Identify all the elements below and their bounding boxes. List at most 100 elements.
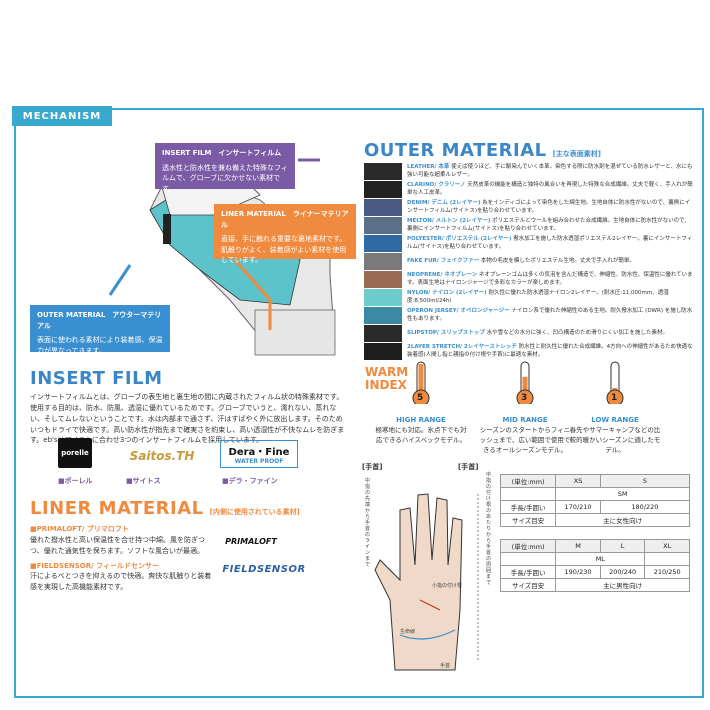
- material-swatch: [364, 271, 402, 288]
- material-name: SLIPSTOP/ スリップストップ: [407, 329, 485, 336]
- hand-measure-diagram: [374, 493, 479, 671]
- outer-material-row: NEOPRENE/ ネオプレーン ネオプレーンゴムは多くの気泡を含んだ構造で、伸…: [364, 270, 694, 289]
- insert-callout-title-jp: インサートフィルム: [218, 149, 282, 157]
- material-name: NYLON/ ナイロン (2レイヤー): [407, 290, 487, 297]
- outer-material-row: LEATHER/ 本革 使えば使うほど、手に馴染んでいく本革。染色する際に防水剤…: [364, 162, 694, 181]
- material-description: NYLON/ ナイロン (2レイヤー) 耐久性に優れた防水透湿ナイロン2レイヤー…: [407, 290, 694, 305]
- derafine-logo: Dera・Fine WATER PROOF: [220, 440, 298, 468]
- outer-callout-title: OUTER MATERIAL: [37, 311, 106, 319]
- unit-cell-men: (単位:mm): [499, 539, 557, 553]
- liner-material-heading: LINER MATERIAL [内側に使用されている素材]: [30, 498, 300, 519]
- material-text: 撥水加工を施した防水透湿ポリエステル2レイヤー。裏にインサートフィルム(サイトス…: [407, 236, 693, 250]
- material-description: SLIPSTOP/ スリップストップ 水や雪などの水分に強く、凹凸構造のため滑り…: [407, 330, 668, 337]
- material-name: OPERON JERSEY/ オペロンジャージー: [407, 308, 510, 315]
- mechanism-tab: MECHANISM: [12, 106, 112, 126]
- warm-range-title: LOW RANGE: [591, 416, 639, 424]
- warm-level: 3: [521, 393, 528, 403]
- material-name: DENIM/ デニム (2レイヤー): [407, 200, 481, 207]
- liner-callout-title: LINER MATERIAL: [221, 210, 286, 218]
- warm-title-line2: INDEX: [365, 378, 407, 393]
- material-description: OPERON JERSEY/ オペロンジャージー ナイロン系で優れた伸縮性のある…: [407, 308, 694, 323]
- material-description: DENIM/ デニム (2レイヤー) 糸をインディゴによって染色をした綿生地。生…: [407, 200, 694, 215]
- outer-material-row: FAKE FUR/ フェイクファー 本物の毛皮を模したポリエステル生地。丈夫で手…: [364, 252, 694, 271]
- derafine-logo-name: Dera・Fine: [228, 447, 290, 458]
- derafine-caption: ■デラ・ファイン: [222, 477, 278, 485]
- label-wrist: 手首: [440, 663, 451, 669]
- men-value-l: 200/240: [599, 565, 646, 579]
- liner-material-title: LINER MATERIAL: [30, 498, 204, 519]
- size-l: L: [599, 539, 646, 553]
- material-name: CLARINO/ クラリーノ: [407, 182, 466, 189]
- material-text: 本物の毛皮を模したポリエステル生地。丈夫で手入れが簡単。: [480, 257, 635, 264]
- material-swatch: [364, 199, 402, 216]
- material-text: 防水性と耐久性に優れた合成繊維。4方向への伸縮性があるため快適な装着感(人間し指…: [407, 344, 693, 358]
- men-target: 主に男性向け: [555, 578, 690, 592]
- porelle-logo: porelle: [58, 438, 92, 468]
- saitos-caption: ■サイトス: [126, 477, 161, 485]
- material-name: LEATHER/ 本革: [407, 164, 450, 171]
- liner-callout-title-jp: ライナーマテリアル: [221, 210, 349, 229]
- unit-cell-women: (単位:mm): [499, 474, 557, 488]
- label-life-line: 生命線: [400, 629, 416, 635]
- material-swatch: [364, 343, 402, 360]
- material-description: CLARINO/ クラリーノ 天然皮革の機能を構造と独特の風合いを再現した特殊な…: [407, 182, 694, 197]
- insert-film-text: インサートフィルムとは、グローブの表生地と裏生地の間に内蔵されたフィルム状の特殊…: [30, 393, 345, 445]
- material-swatch: [364, 325, 402, 342]
- warm-range-title: HIGH RANGE: [396, 416, 446, 424]
- size-s: S: [599, 474, 691, 488]
- women-value-xs: 170/210: [555, 500, 601, 514]
- outer-material-row: MELTON/ メルトン (2レイヤー) ポリエステルとウールを組み合わせた合成…: [364, 216, 694, 235]
- material-text: 使えば使うほど、手に馴染んでいく本革。染色する際に防水剤を混ぜている防水レザーと…: [407, 164, 693, 178]
- women-target-label: サイズ目安: [499, 513, 557, 527]
- material-text: 天然皮革の機能を構造と独特の風合いを再現した特殊な合成繊維。丈夫で軽く、手入れが…: [407, 182, 693, 196]
- size-xs: XS: [555, 474, 601, 488]
- fieldsensor-text: 汗によるべとつきを抑えるので快適。爽快な肌触りと装着感を実現した高機能素材です。: [30, 572, 212, 592]
- saitos-logo: Saitos.TH: [129, 449, 195, 463]
- warm-index-title: WARM INDEX: [365, 365, 409, 393]
- men-value-xl: 210/250: [644, 565, 690, 579]
- material-description: MELTON/ メルトン (2レイヤー) ポリエステルとウールを組み合わせた合成…: [407, 218, 694, 233]
- liner-material-subtitle: [内側に使用されている素材]: [209, 508, 300, 516]
- material-text: ポリエステルとウールを組み合わせた合成繊維。生地自体に防水性がないので、裏側にイ…: [407, 218, 690, 232]
- size-table: (単位:mm) XS S SM 手長/手囲い 170/210 180/220 サ…: [499, 474, 691, 592]
- outer-material-subtitle: [主な表面素材]: [552, 150, 602, 158]
- material-swatch: [364, 307, 402, 324]
- men-row-label: 手長/手囲い: [499, 565, 557, 579]
- size-m: M: [555, 539, 601, 553]
- insert-callout-title: INSERT FILM: [162, 149, 212, 157]
- outer-callout-text: 表面に使われる素材により装着感、保温力が異なってきます。: [37, 336, 163, 355]
- warm-range-description: シーズンのスタートからフィニッシュまで、広い範囲で使用できるオールシーズンモデル…: [479, 426, 571, 454]
- warm-level: 1: [611, 393, 618, 403]
- men-target-label: サイズ目安: [499, 578, 557, 592]
- material-text: 糸をインディゴによって染色をした綿生地。生地自体に防水性がないので、裏側にインサ…: [407, 200, 691, 214]
- material-name: POLYESTER/ ポリエステル (2レイヤー): [407, 236, 512, 243]
- material-swatch: [364, 217, 402, 234]
- material-description: FAKE FUR/ フェイクファー 本物の毛皮を模したポリエステル生地。丈夫で手…: [407, 258, 635, 265]
- derafine-logo-sub: WATER PROOF: [234, 458, 284, 465]
- material-swatch: [364, 253, 402, 270]
- fieldsensor-name: ■FIELDSENSOR/ フィールドセンサー: [30, 561, 159, 570]
- material-name: NEOPRENE/ ネオプレーン: [407, 272, 478, 279]
- size-xl: XL: [644, 539, 690, 553]
- material-name: FAKE FUR/ フェイクファー: [407, 257, 480, 264]
- liner-items: ■PRIMALOFT/ プリマロフト 優れた撥水性と高い保温性を合せ持つ中綿。風…: [30, 524, 212, 593]
- material-text: 耐久性に優れた防水透湿ナイロン2レイヤー。(耐水圧:11,000mm、透湿度:8…: [407, 290, 669, 304]
- wrist-label-left: [手首]: [362, 463, 383, 471]
- insert-film-heading: INSERT FILM: [30, 368, 163, 389]
- women-target: 主に女性向け: [555, 513, 690, 527]
- size-ml: ML: [555, 552, 646, 566]
- material-text: ナイロン系で優れた伸縮性のある生地。耐久撥水加工 (DWR) を施し防水性もあり…: [407, 308, 693, 322]
- material-description: 2LAYER STRETCH/ 2レイヤーストレッチ 防水性と耐久性に優れた合成…: [407, 344, 694, 359]
- material-text: 水や雪などの水分に強く、凹凸構造のため滑りにくい加工を施した素材。: [486, 329, 669, 336]
- liner-material-callout: LINER MATERIAL ライナーマテリアル 直接、手に触れる重要な裏地素材…: [214, 204, 356, 264]
- outer-material-row: CLARINO/ クラリーノ 天然皮革の機能を構造と独特の風合いを再現した特殊な…: [364, 180, 694, 199]
- primaloft-logo: PRIMALOFT: [225, 536, 277, 546]
- outer-material-row: SLIPSTOP/ スリップストップ 水や雪などの水分に強く、凹凸構造のため滑り…: [364, 324, 694, 343]
- insert-callout-text: 透水性と防水性を兼ね備えた特殊なフィルムで、グローブに欠かせない素材です。: [162, 163, 288, 193]
- wrist-label-right: [手首]: [458, 463, 479, 471]
- insert-film-callout: INSERT FILM インサートフィルム 透水性と防水性を兼ね備えた特殊なフィ…: [155, 143, 295, 193]
- liner-callout-text: 直接、手に触れる重要な裏地素材です。肌触りがよく、装着感がよい素材を使用していま…: [221, 235, 347, 264]
- men-value-m: 190/230: [555, 565, 601, 579]
- warm-title-line1: WARM: [365, 365, 409, 379]
- outer-material-title: OUTER MATERIAL: [364, 140, 547, 161]
